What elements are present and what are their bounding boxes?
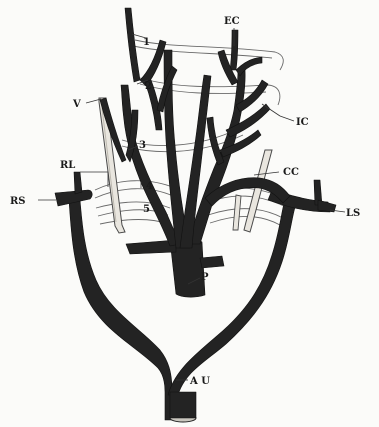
light-vessel-right-b [233, 195, 241, 230]
label-arch-1: 1 [143, 37, 150, 48]
label-rl: RL [60, 160, 75, 171]
label-rs: RS [10, 196, 26, 207]
label-ec: EC [224, 16, 240, 27]
arterial-system [55, 8, 336, 422]
aorta-stub [170, 392, 196, 418]
left-arch-outline-d [210, 216, 280, 225]
ec-branch-f [207, 117, 224, 165]
label-au: A U [189, 376, 210, 387]
label-ls: LS [346, 208, 360, 219]
label-arch-4: 4 [146, 181, 153, 192]
label-ic: IC [296, 117, 309, 128]
label-cc: CC [283, 167, 299, 178]
ec-branch-a [236, 57, 262, 76]
right-subclavian-spur [74, 172, 82, 194]
label-arch-3: 3 [139, 140, 146, 151]
arch-4-outline-inner [95, 189, 173, 198]
label-v: V [72, 99, 81, 110]
label-arch-2: 2 [145, 81, 152, 92]
leader-ic [280, 116, 294, 121]
label-arch-5: 5 [143, 204, 150, 215]
ec-branch-left-top [125, 8, 140, 82]
arch-5-lower-outline [100, 220, 168, 225]
pulmonary-cross-right [200, 256, 224, 268]
label-p: P [201, 272, 209, 283]
arch-1-outline-inner [133, 46, 272, 58]
